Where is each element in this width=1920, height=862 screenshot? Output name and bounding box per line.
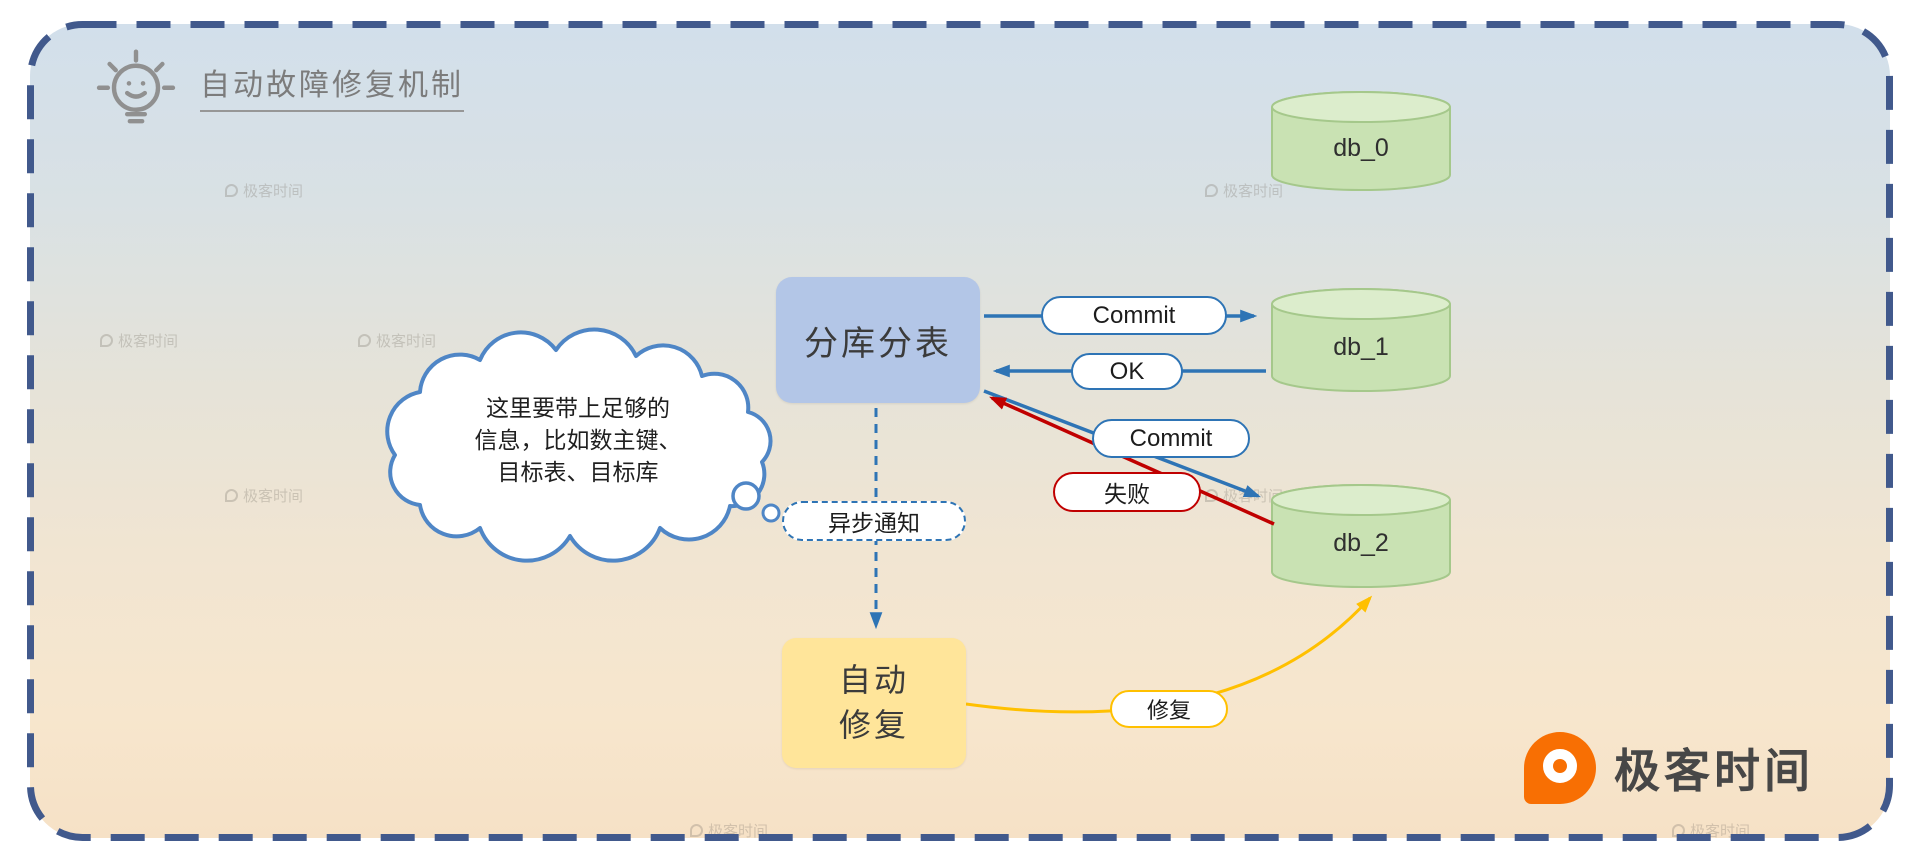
shard-node-label: 分库分表	[804, 324, 952, 363]
label-fail-text: 失败	[1104, 481, 1150, 507]
watermark-text: 极客时间	[376, 333, 437, 350]
db0-node: db_0	[1272, 92, 1450, 190]
label-fail: 失败	[1053, 472, 1201, 512]
label-repair-text: 修复	[1146, 698, 1191, 723]
watermark: 极客时间	[225, 180, 303, 201]
db0-label: db_0	[1333, 133, 1389, 162]
geektime-logo-ring	[1543, 749, 1577, 783]
watermark: 极客时间	[100, 330, 178, 351]
geektime-watermark-icon	[100, 334, 113, 347]
cloud-note-line2: 信息，比如数主键、	[474, 427, 682, 453]
watermark-text: 极客时间	[243, 488, 304, 505]
watermark: 极客时间	[358, 330, 436, 351]
db2-label: db_2	[1333, 528, 1389, 557]
label-commit-db2: Commit	[1092, 419, 1250, 458]
cloud-note-line1: 这里要带上足够的	[486, 395, 670, 421]
watermark-text: 极客时间	[1690, 823, 1751, 840]
auto-repair-label-line2: 修复	[838, 707, 909, 743]
auto-repair-node: 自动 修复	[782, 638, 966, 768]
cloud-note-line3: 目标表、目标库	[497, 459, 659, 485]
geektime-watermark-icon	[225, 489, 238, 502]
watermark: 极客时间	[690, 820, 768, 841]
label-repair: 修复	[1110, 690, 1228, 728]
geektime-watermark-icon	[690, 824, 703, 837]
geektime-logo-text: 极客时间	[1614, 745, 1814, 797]
cloud-note: 这里要带上足够的 信息，比如数主键、 目标表、目标库	[420, 392, 736, 488]
watermark-text: 极客时间	[708, 823, 769, 840]
geektime-logo-icon	[1524, 732, 1596, 804]
watermark: 极客时间	[225, 485, 303, 506]
geektime-watermark-icon	[358, 334, 371, 347]
geektime-watermark-icon	[1205, 184, 1218, 197]
label-commit-db2-text: Commit	[1129, 424, 1213, 452]
geektime-watermark-icon	[1205, 489, 1218, 502]
geektime-logo: 极客时间	[1524, 732, 1814, 804]
geektime-watermark-icon	[225, 184, 238, 197]
watermark: 极客时间	[1672, 820, 1750, 841]
db1-node: db_1	[1272, 289, 1450, 391]
label-async-notify: 异步通知	[782, 501, 966, 541]
label-commit-db1-text: Commit	[1092, 301, 1176, 329]
label-ok-text: OK	[1109, 357, 1145, 385]
watermark-text: 极客时间	[243, 183, 304, 200]
watermark-text: 极客时间	[118, 333, 179, 350]
db1-label: db_1	[1333, 332, 1389, 361]
label-async-notify-text: 异步通知	[828, 510, 920, 536]
lightbulb-icon	[96, 49, 176, 124]
label-commit-db1: Commit	[1041, 296, 1227, 335]
page-title: 自动故障修复机制	[200, 60, 464, 112]
geektime-watermark-icon	[1672, 824, 1685, 837]
auto-repair-label-line1: 自动	[838, 662, 909, 698]
diagram-header: 自动故障修复机制	[92, 42, 464, 130]
db2-node: db_2	[1272, 485, 1450, 587]
label-ok: OK	[1071, 353, 1183, 390]
shard-node: 分库分表	[776, 277, 980, 403]
